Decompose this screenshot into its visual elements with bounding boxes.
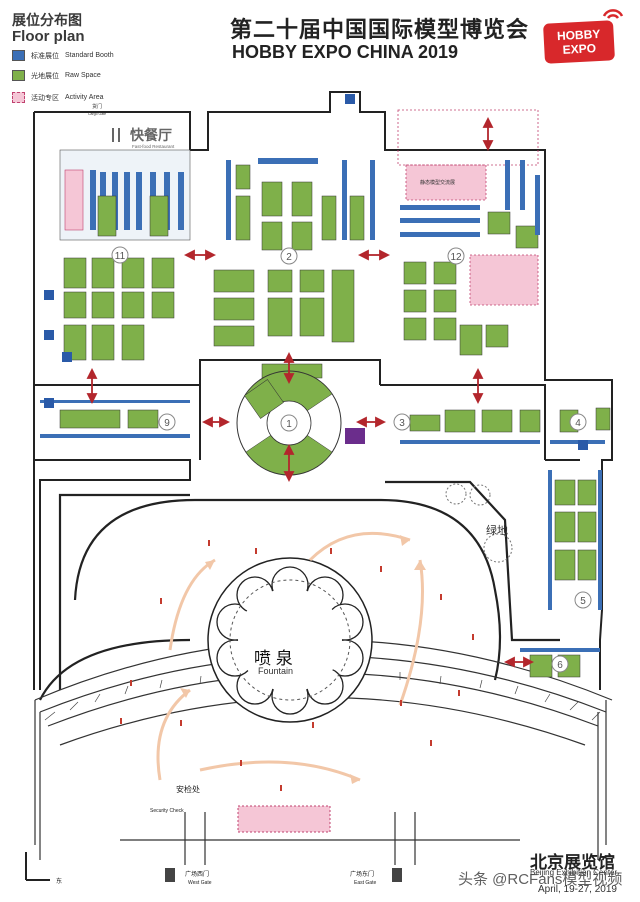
standard-booths-corridor	[40, 400, 605, 444]
hall-number-labels: 1 2 3 4 5 6 9 11 12	[115, 251, 586, 671]
page-title-en: HOBBY EXPO CHINA 2019	[232, 42, 459, 62]
venue-name-en: Beijing Exhibition Center	[530, 868, 618, 877]
standard-booths-hall-5	[520, 470, 602, 652]
hall-2-label: 2	[286, 252, 292, 263]
standard-booth-swatch	[12, 50, 25, 61]
legend-item-activity-area: 活动专区 Activity Area	[12, 92, 104, 103]
hall-3-label: 3	[399, 418, 405, 429]
central-activity-zone	[237, 805, 331, 833]
cargo-gate-label: 货门	[92, 103, 102, 110]
raw-space-hall-2	[213, 164, 365, 347]
compass-east-label: 东	[56, 877, 62, 885]
legend-item-raw-space: 光地展位 Raw Space	[12, 70, 101, 81]
restroom-icons	[44, 94, 588, 450]
flow-arrowheads	[180, 535, 426, 784]
page-title-cn: 第二十届中国国际模型博览会	[230, 17, 530, 42]
legend-title-en: Floor plan	[12, 28, 85, 45]
east-gate-label-cn: 广场东门	[350, 870, 374, 878]
green-space	[445, 483, 513, 563]
venue-name-cn: 北京展览馆	[530, 853, 615, 872]
restaurant-label-en: Fast-food Restaurant	[132, 144, 175, 149]
standard-booths-hall-2	[226, 158, 375, 240]
hall-12-label: 12	[450, 252, 462, 263]
fountain-label-cn: 喷 泉	[254, 649, 293, 668]
venue-date: April, 19-27, 2019	[538, 884, 617, 895]
raw-space-hall-12	[403, 211, 539, 356]
service-desk	[345, 428, 365, 444]
legend-item-standard-booth: 标准展位 Standard Booth	[12, 50, 114, 61]
security-check-label-cn: 安检处	[176, 784, 200, 794]
hall-1-label: 1	[286, 419, 292, 430]
hall-12-activity-label: 静态模型交流展	[420, 179, 455, 186]
cargo-gate-label-en: Cargo Gate	[88, 112, 106, 116]
passage-arrows	[86, 116, 535, 668]
green-space-label: 绿地	[486, 523, 508, 537]
fountain	[207, 557, 373, 723]
hall-6-label: 6	[557, 660, 563, 671]
building-walls	[33, 91, 613, 690]
security-check-label-en: Security Check	[150, 808, 184, 814]
gate-icons	[165, 868, 402, 882]
west-gate-label-en: West Gate	[188, 880, 212, 886]
standard-booths-hall-12	[400, 160, 540, 237]
hall-5-label: 5	[580, 596, 586, 607]
hall-12-zone	[397, 109, 539, 306]
raw-space-corridor	[59, 363, 611, 433]
legend-title: 展位分布图	[12, 12, 82, 28]
raw-space-swatch	[12, 70, 25, 81]
restaurant-label-cn: 快餐厅	[130, 127, 172, 143]
plaza-outline	[39, 480, 560, 701]
east-gate-label-en: East Gate	[354, 880, 376, 886]
compass-icon	[25, 852, 50, 881]
hall-11-label: 11	[115, 251, 126, 262]
raw-space-hall-5	[529, 479, 597, 678]
fountain-label-en: Fountain	[258, 666, 293, 676]
hall-4-label: 4	[575, 418, 581, 429]
plaza-markers	[120, 540, 474, 791]
hall-number-circles	[111, 246, 592, 673]
raw-space-hall-11	[63, 195, 175, 361]
wifi-icon	[602, 9, 624, 19]
restaurant-icon	[112, 128, 120, 142]
hall-9-label: 9	[164, 418, 170, 429]
watermark: 头条 @RCFans模型视频	[458, 871, 623, 888]
west-gate-label-cn: 广场西门	[185, 870, 209, 878]
activity-area-swatch	[12, 92, 25, 103]
